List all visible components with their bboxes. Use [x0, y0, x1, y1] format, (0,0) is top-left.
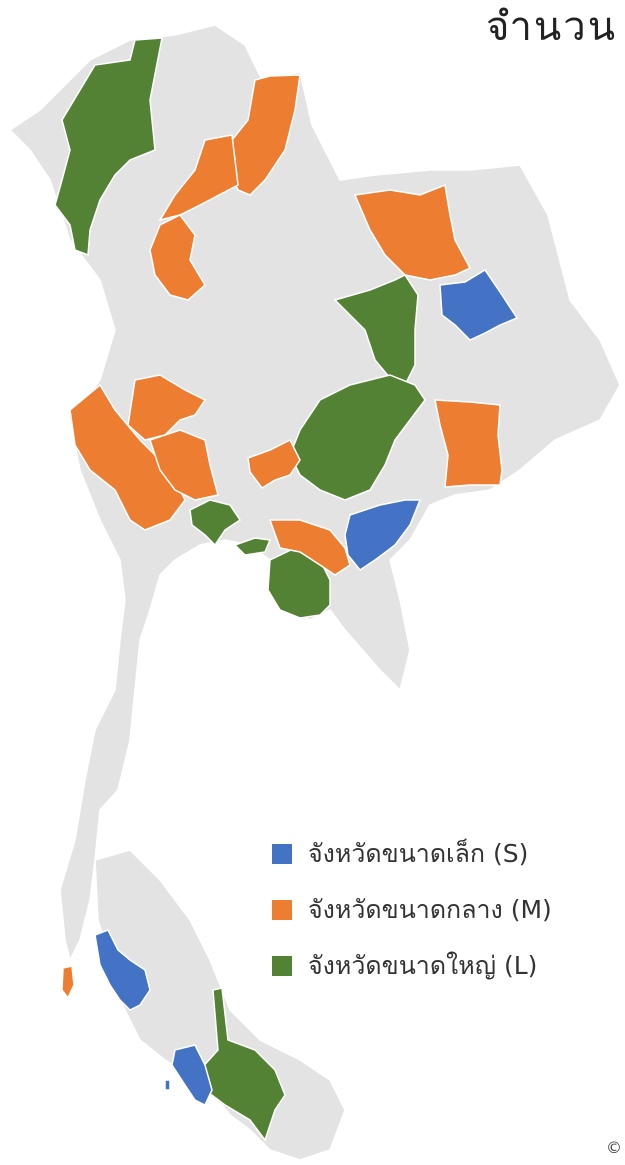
province-large [233, 537, 272, 556]
province-large [189, 499, 242, 547]
map-title: จำนวน [486, 4, 618, 50]
legend-label-medium: จังหวัดขนาดกลาง (M) [308, 895, 552, 924]
legend-item-medium: จังหวัดขนาดกลาง (M) [272, 882, 552, 938]
province-medium [69, 383, 186, 531]
province-medium [61, 965, 75, 1000]
legend-swatch-medium [272, 900, 292, 920]
province-small [171, 1044, 213, 1107]
legend-swatch-small [272, 844, 292, 864]
province-large [54, 37, 163, 257]
province-small [439, 268, 519, 341]
province-large [333, 274, 419, 386]
province-medium [127, 374, 207, 441]
province-medium [434, 399, 503, 488]
map-legend: จังหวัดขนาดเล็ก (S) จังหวัดขนาดกลาง (M) … [272, 826, 552, 994]
legend-item-small: จังหวัดขนาดเล็ก (S) [272, 826, 552, 882]
legend-label-small: จังหวัดขนาดเล็ก (S) [308, 839, 529, 868]
province-small [164, 1079, 171, 1091]
province-medium [229, 74, 301, 196]
legend-swatch-large [272, 956, 292, 976]
province-medium [149, 429, 219, 501]
province-large [289, 374, 426, 501]
copyright-mark: © [606, 1138, 622, 1157]
province-medium [247, 438, 301, 489]
legend-label-large: จังหวัดขนาดใหญ่ (L) [308, 951, 538, 980]
province-small [344, 499, 422, 572]
legend-item-large: จังหวัดขนาดใหญ่ (L) [272, 938, 552, 994]
province-medium [353, 183, 472, 281]
province-medium [268, 519, 351, 576]
province-medium [149, 214, 206, 301]
province-small [94, 929, 151, 1011]
